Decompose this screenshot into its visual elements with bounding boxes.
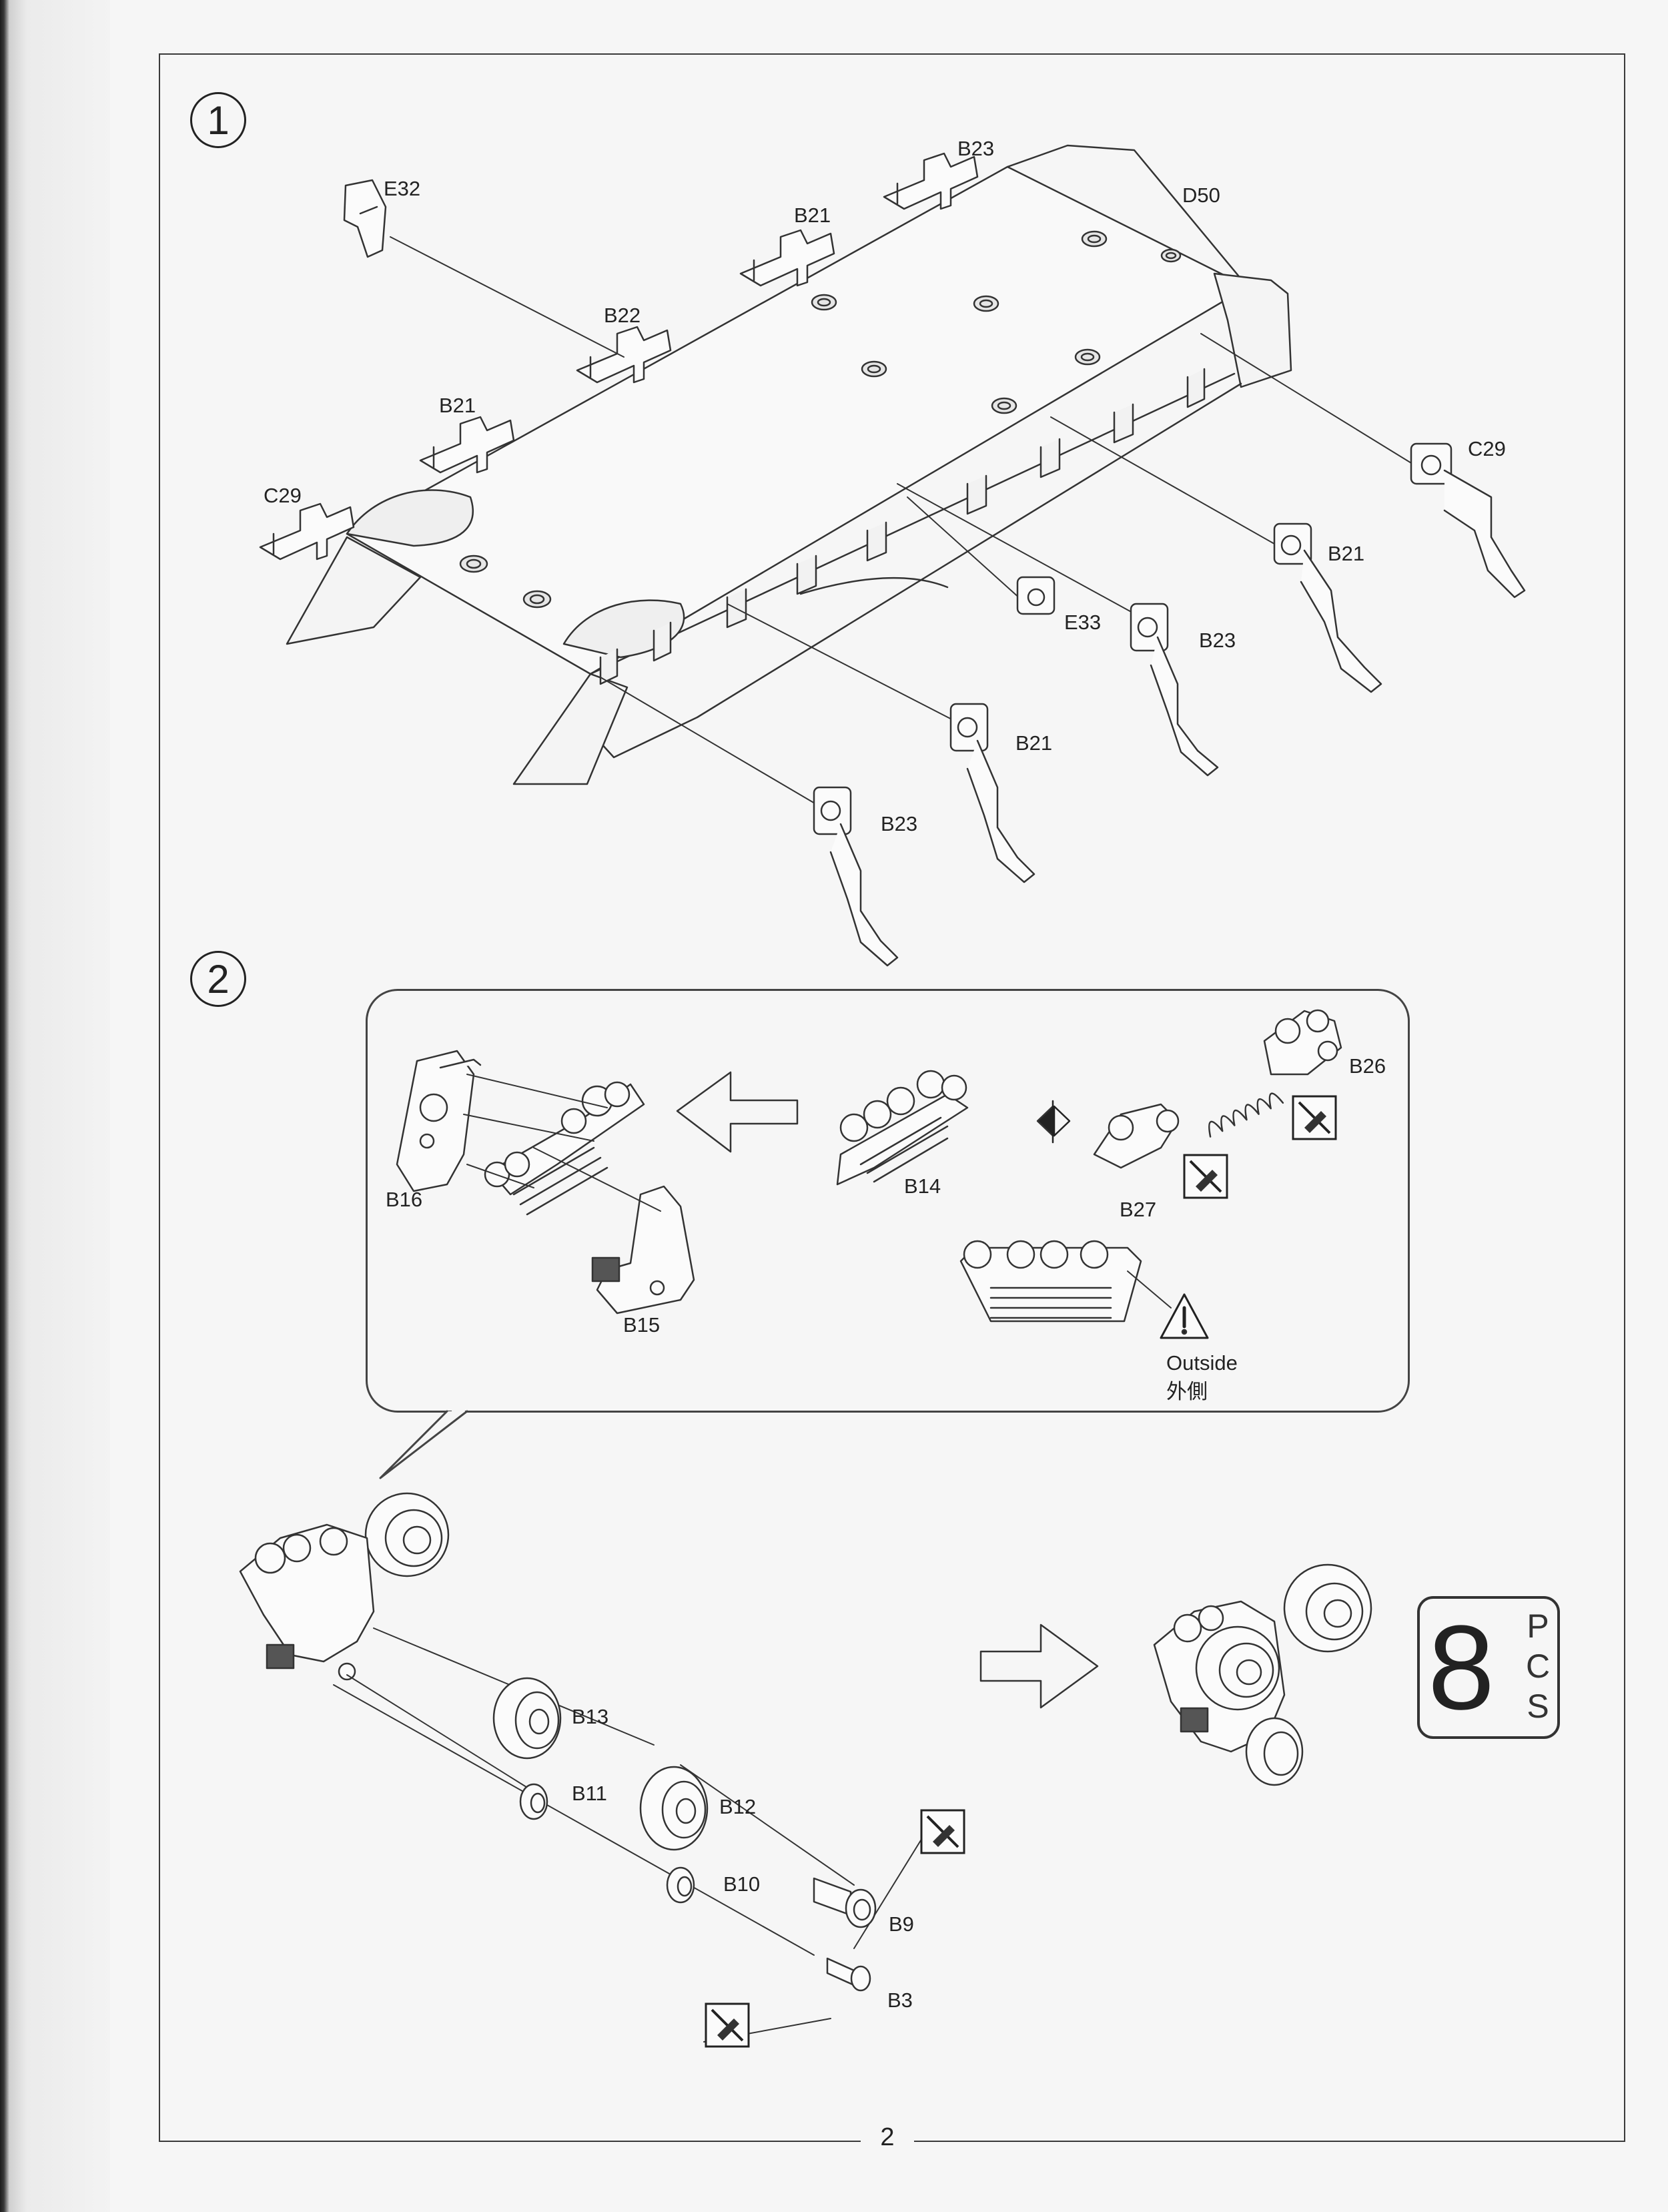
quantity-number: 8: [1428, 1601, 1495, 1735]
part-b9: [813, 1877, 877, 1928]
step-2-leader-lines: [333, 1627, 925, 2043]
part-b11: [519, 1783, 548, 1820]
label-b21-right-2: B21: [1015, 731, 1053, 755]
quantity-box: [1417, 1596, 1560, 1739]
part-b14: [836, 1070, 969, 1186]
label-c29-right: C29: [1468, 437, 1506, 460]
label-b16: B16: [386, 1188, 423, 1211]
outside-orientation-part: [959, 1240, 1172, 1323]
step-1-number: 1: [190, 92, 246, 148]
flip-diamond-icon: [1036, 1100, 1071, 1144]
label-b10: B10: [723, 1872, 761, 1896]
page-number: 2: [880, 2123, 895, 2151]
label-b27: B27: [1120, 1198, 1157, 1221]
label-b23-right-1: B23: [1199, 629, 1236, 652]
part-b10: [666, 1866, 695, 1904]
label-b11: B11: [572, 1782, 607, 1805]
glue-icon: [705, 2002, 750, 2048]
warning-text-en: Outside: [1166, 1351, 1238, 1375]
label-e32: E32: [384, 177, 421, 200]
callout-pointer: [379, 1410, 468, 1479]
part-b14-assembled: [484, 1081, 645, 1216]
quantity-unit-letter: C: [1525, 1647, 1551, 1685]
callout-leader-lines: [463, 1074, 661, 1212]
label-b21-top: B21: [794, 204, 831, 227]
hull-plate-d50: [286, 144, 1292, 785]
label-b13: B13: [572, 1705, 609, 1728]
label-b21-right-1: B21: [1328, 542, 1365, 565]
loose-suspension-arms: [813, 442, 1526, 967]
glue-icon: [920, 1809, 965, 1854]
label-b21-left: B21: [439, 394, 476, 417]
label-b12: B12: [719, 1795, 757, 1818]
label-b9: B9: [889, 1912, 914, 1936]
warning-triangle-icon: [1160, 1293, 1209, 1339]
glue-icon: [1183, 1154, 1228, 1199]
label-b22: B22: [604, 304, 641, 327]
part-b12: [639, 1766, 709, 1851]
page-number-gap: [861, 2132, 914, 2152]
label-b23-top: B23: [957, 137, 995, 160]
glue-icon: [1292, 1095, 1337, 1140]
label-b15: B15: [623, 1313, 661, 1337]
label-b14: B14: [904, 1174, 941, 1198]
label-e33: E33: [1064, 611, 1102, 634]
part-e32: [343, 179, 387, 258]
part-b26: [1263, 1009, 1342, 1076]
label-b3: B3: [887, 1988, 913, 2012]
assembly-arrow-right: [979, 1623, 1099, 1709]
upper-suspension-arms: [259, 152, 979, 561]
assembly-arrow-left: [676, 1071, 799, 1153]
quantity-unit-letter: P: [1527, 1607, 1549, 1645]
step-2-callout-box: [366, 989, 1410, 1413]
part-b27: [1093, 1103, 1180, 1169]
step-2-number: 2: [190, 951, 246, 1007]
page-binding-edge: [0, 0, 110, 2212]
label-b23-right-2: B23: [881, 812, 918, 835]
label-b26: B26: [1349, 1054, 1386, 1078]
label-c29-left: C29: [264, 484, 302, 507]
spring-part: [1208, 1092, 1284, 1138]
part-b15: [591, 1185, 695, 1315]
quantity-unit-letter: S: [1527, 1688, 1549, 1725]
warning-text-zh: 外側: [1166, 1380, 1208, 1403]
part-b3: [826, 1957, 871, 1992]
label-d50: D50: [1182, 183, 1220, 207]
step-1-leader-lines: [390, 236, 1418, 811]
part-b16: [396, 1050, 482, 1192]
part-b13: [492, 1677, 562, 1760]
bogie-assembly-finished: [1153, 1563, 1372, 1786]
bogie-assembly-exploded: [239, 1492, 450, 1681]
